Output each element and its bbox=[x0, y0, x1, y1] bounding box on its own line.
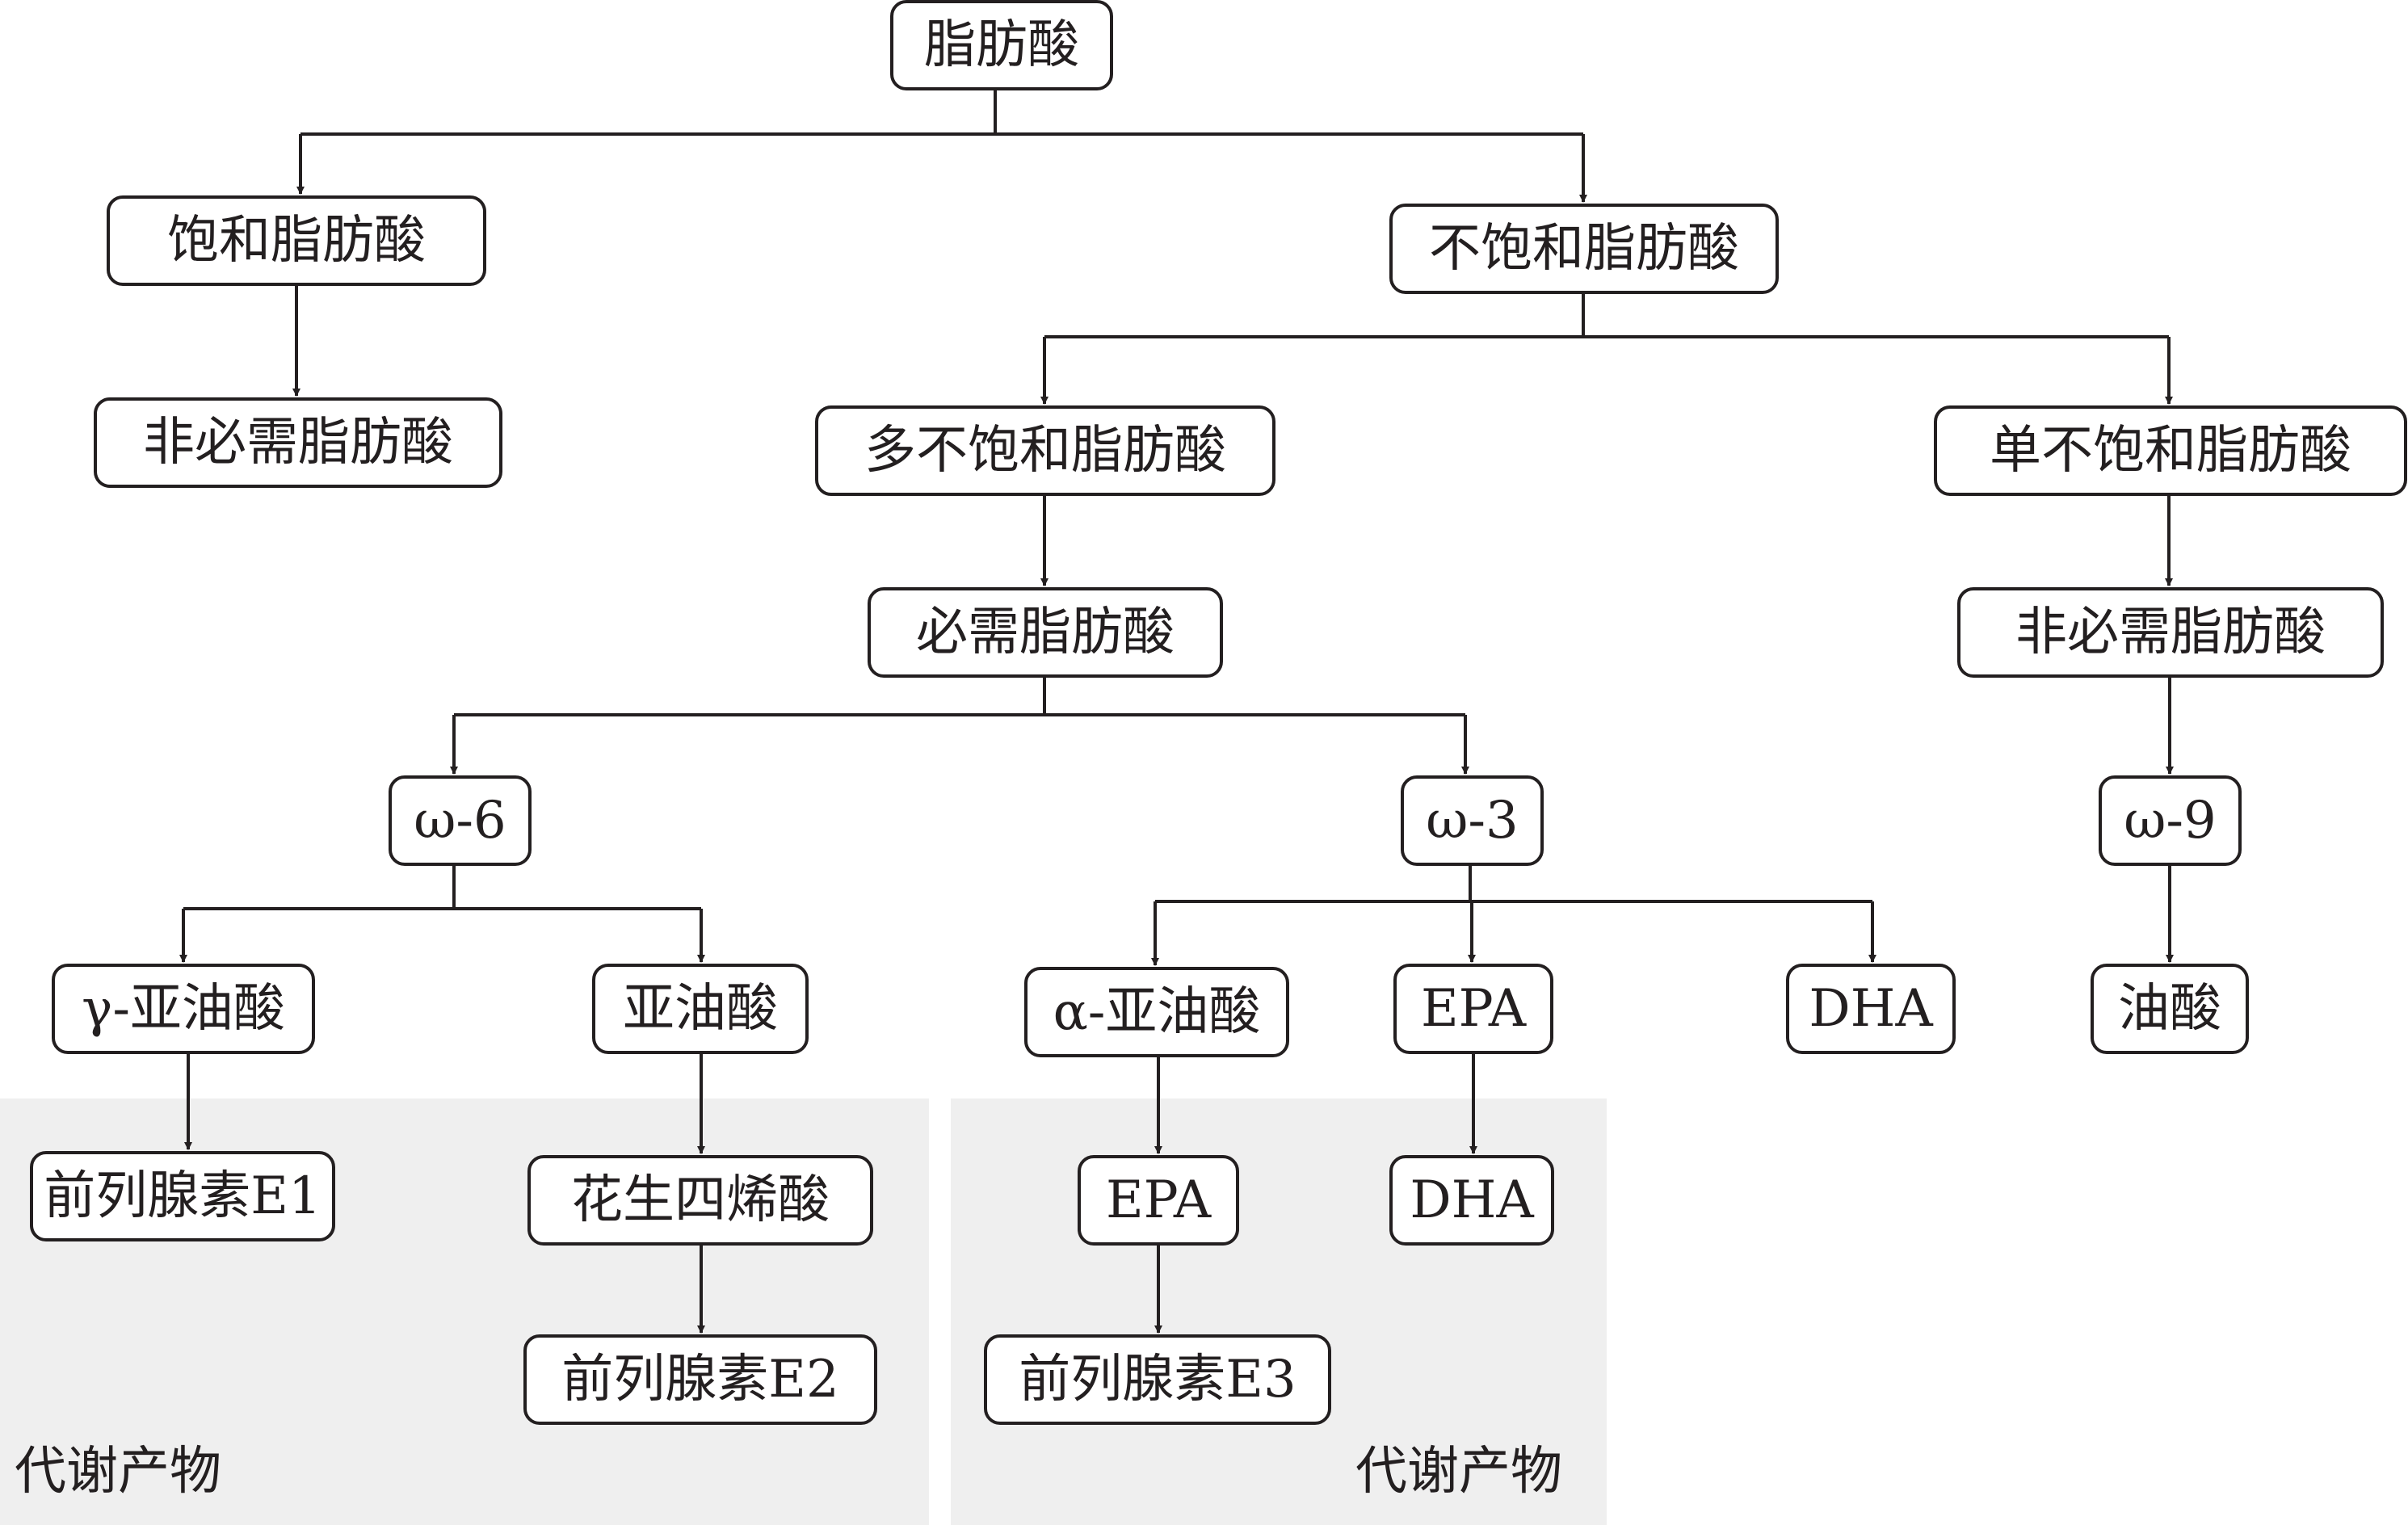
node-prostaglandin-e1: 前列腺素E1 bbox=[30, 1151, 335, 1241]
node-oleic-acid: 油酸 bbox=[2091, 964, 2249, 1054]
node-saturated-fatty-acid: 饱和脂肪酸 bbox=[107, 195, 486, 286]
node-linoleic-acid: 亚油酸 bbox=[592, 964, 809, 1054]
node-omega-3: ω-3 bbox=[1401, 775, 1544, 866]
node-prostaglandin-e3: 前列腺素E3 bbox=[984, 1334, 1331, 1425]
node-essential-fatty-acid: 必需脂肪酸 bbox=[868, 587, 1223, 678]
node-fatty-acid: 脂肪酸 bbox=[890, 0, 1113, 90]
node-dha-bottom: DHA bbox=[1389, 1155, 1554, 1246]
node-epa-bottom: EPA bbox=[1078, 1155, 1239, 1246]
node-monounsaturated-fatty-acid: 单不饱和脂肪酸 bbox=[1934, 405, 2407, 496]
node-epa-top: EPA bbox=[1393, 964, 1553, 1054]
node-omega-6: ω-6 bbox=[389, 775, 532, 866]
node-dha-top: DHA bbox=[1786, 964, 1956, 1054]
node-nonessential-fatty-acid-left: 非必需脂肪酸 bbox=[94, 397, 502, 488]
metabolite-region-middle-label: 代谢产物 bbox=[1355, 1442, 1562, 1502]
node-omega-9: ω-9 bbox=[2099, 775, 2242, 866]
node-polyunsaturated-fatty-acid: 多不饱和脂肪酸 bbox=[815, 405, 1275, 496]
node-nonessential-fatty-acid-right: 非必需脂肪酸 bbox=[1957, 587, 2384, 678]
node-gamma-linolenic-acid: γ-亚油酸 bbox=[52, 964, 315, 1054]
node-prostaglandin-e2: 前列腺素E2 bbox=[523, 1334, 877, 1425]
node-unsaturated-fatty-acid: 不饱和脂肪酸 bbox=[1389, 204, 1779, 294]
node-arachidonic-acid: 花生四烯酸 bbox=[527, 1155, 873, 1246]
node-alpha-linolenic-acid: α-亚油酸 bbox=[1024, 967, 1289, 1057]
metabolite-region-left-label: 代谢产物 bbox=[15, 1442, 221, 1502]
